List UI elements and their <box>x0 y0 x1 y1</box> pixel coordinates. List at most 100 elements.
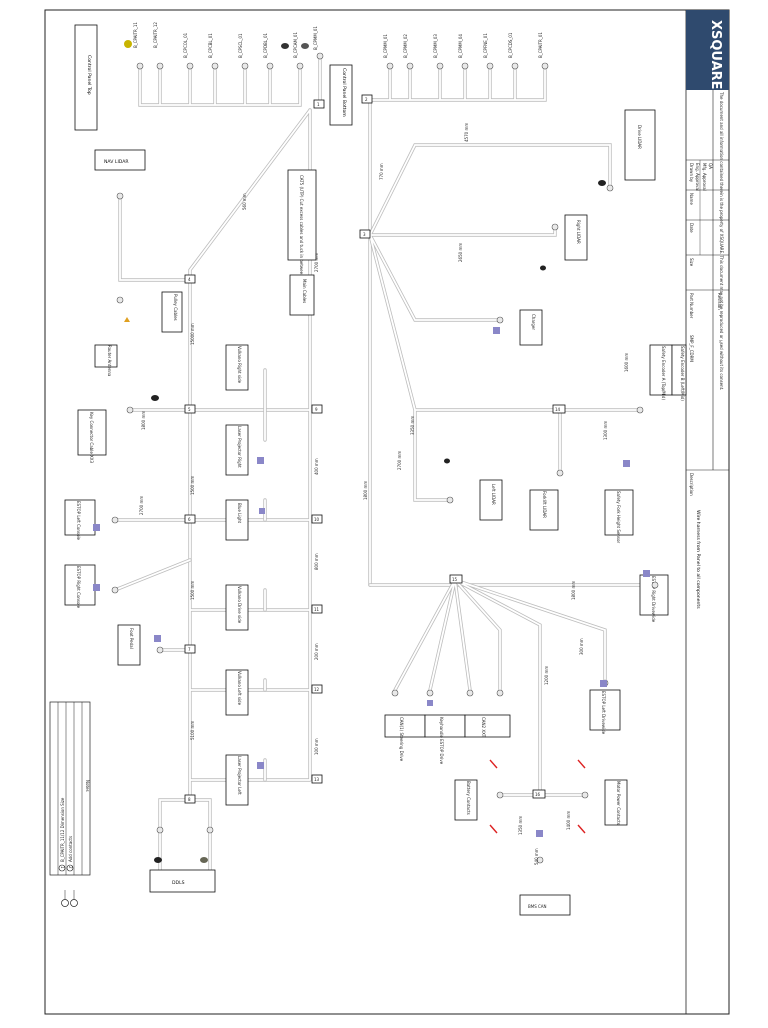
len-18: 200 mm <box>314 643 319 660</box>
can-steering-box <box>384 714 426 738</box>
length-labels: 770 mm 4570 mm 2650 mm 3350 mm 2700 mm 1… <box>139 123 629 865</box>
key-connector-box <box>77 409 107 456</box>
estop-left-drivewide-label: ESTOP Left Drivewide <box>601 691 606 735</box>
note-1-num: 1 <box>60 866 65 869</box>
notes-table: Notes 1 2 B_CPAITR_11/12 Dimension Size … <box>49 701 91 907</box>
notice-text: The document and all information contain… <box>719 91 724 390</box>
can-steering-label: CAN(1) Steering Drive <box>399 717 404 762</box>
conn-top-3: B_CPCBL_01 <box>208 33 213 58</box>
control-panel-bottom-label: Control Panel Bottom <box>341 68 347 117</box>
charger-box <box>519 309 543 346</box>
bluelight-thumbnail-icon <box>259 508 265 514</box>
conn-top-4: B_CPSCL_01 <box>238 33 243 58</box>
junction-5: 5 <box>188 407 191 412</box>
component-boxes: Control Panel Top Control Panel Bottom N… <box>64 24 687 916</box>
len-1: 4570 mm <box>464 123 469 142</box>
col-date: Date <box>689 223 694 233</box>
connector-yellow-icon <box>124 40 132 48</box>
logo-text: XSQUARE <box>708 20 723 90</box>
laser-thumbnail-icon <box>257 762 264 769</box>
conn-bottom-4: B_CPFNE_01 <box>483 33 488 58</box>
bms-can-box <box>519 894 571 916</box>
left-lidar-box <box>479 479 503 521</box>
conn-bottom-2: B_CPMM_03 <box>433 34 438 58</box>
connector-black-icon <box>154 857 162 863</box>
len-25: 300 mm <box>579 638 584 655</box>
len-10: 15000 mm <box>190 323 195 345</box>
conn-top-5: B_CPDBL_01 <box>263 32 268 58</box>
vulkano-drive-box <box>225 584 249 631</box>
len-19: 100 mm <box>314 738 319 755</box>
part-number-label: Part Number <box>689 293 694 319</box>
control-panel-top-box <box>74 24 98 131</box>
laser-projector-left-box <box>225 754 249 806</box>
keyhandle-thumbnail-icon <box>427 700 433 706</box>
forklift-lidar-box <box>529 489 559 531</box>
connector-black-icon <box>444 458 450 464</box>
red-wire-icon <box>577 759 586 769</box>
description: Wire harness from Panel to all component… <box>695 510 701 609</box>
junction-13: 13 <box>314 777 320 782</box>
junction-6: 6 <box>188 517 191 522</box>
connector-black-icon <box>598 180 606 186</box>
len-15: 1500 mm <box>190 581 195 600</box>
drive-lidar-box <box>624 109 656 181</box>
len-4: 2700 mm <box>397 451 402 470</box>
drive-lidar-label: Drive LIDAR <box>637 125 642 149</box>
laser-projector-right-box <box>225 424 249 476</box>
pulley-cables-box <box>161 291 183 333</box>
len-17: 800 mm <box>314 553 319 570</box>
blue-light-box <box>225 499 249 541</box>
junction-15: 15 <box>452 577 458 582</box>
estop-thumbnail-icon <box>93 524 100 531</box>
battery-contacts-label: Battery Contacts <box>466 781 471 815</box>
component-pictograms <box>93 40 650 863</box>
len-11: 1800 mm <box>141 411 146 430</box>
junction-9: 9 <box>315 407 318 412</box>
main-cables-label: Main Cables <box>302 279 307 303</box>
estop-right-drivewide-box <box>639 574 669 616</box>
vulkano-drive-label: Vulkano Drive side <box>237 586 242 624</box>
junction-2: 2 <box>365 97 368 102</box>
battery-contacts-box <box>454 779 478 821</box>
vulkano-right-box <box>225 344 249 391</box>
motor-power-label: Motor Power Contacts <box>616 781 621 825</box>
connector-gray-icon <box>200 857 208 863</box>
len-21: 1400 mm <box>566 811 571 830</box>
cat5-box <box>287 169 317 261</box>
len-7: 1600 mm <box>624 353 629 372</box>
note-2-text: Add contacts <box>68 836 73 862</box>
junction-16: 16 <box>535 792 541 797</box>
safety-encoder-b-label: Safety Encoder B (Left/Mid) <box>680 346 685 401</box>
sheet-border <box>44 9 730 1015</box>
conn-bottom-3: B_CPMM_04 <box>458 34 463 58</box>
conn-bottom-1: B_CPMM_02 <box>403 34 408 58</box>
notes-title: Notes <box>85 780 90 792</box>
nav-lidar-box <box>94 149 146 171</box>
charger-thumbnail-icon <box>493 327 500 334</box>
motor-power-box <box>604 779 628 826</box>
pedal-thumbnail-icon <box>154 635 161 642</box>
estop-thumbnail-icon <box>93 584 100 591</box>
role-2: Mfg. Approval <box>702 163 707 191</box>
conn-bottom-0: B_CPMM_01 <box>383 34 388 58</box>
junction-11: 11 <box>314 607 320 612</box>
safety-encoder-a-box <box>649 344 673 396</box>
len-6: 1300 mm <box>603 421 608 440</box>
nav-lidar-label: NAV LIDAR <box>104 159 129 165</box>
connector-black-icon <box>151 395 159 401</box>
laser-projector-left-label: Laser Projector Left <box>237 756 242 795</box>
can2-label: CAN2 XXT <box>481 717 486 738</box>
laser-projector-right-label: Laser Projector Right <box>237 426 242 468</box>
note-1-text: B_CPAITR_11/12 Dimension Size <box>60 797 65 862</box>
conn-top-2: B_CPCOL_01 <box>183 32 188 58</box>
main-cables-box <box>289 274 315 316</box>
estop-left-console-label: ESTOP Left Console <box>76 501 81 541</box>
part-number: SMP_F_CDRM <box>689 335 694 362</box>
junction-10: 10 <box>314 517 320 522</box>
router-antenna-label: Router Antenna <box>107 345 112 377</box>
pulley-cables-label: Pulley Cables <box>173 294 178 321</box>
vulkano-left-label: Vulkano Left side <box>237 671 242 706</box>
len-12: 1500 mm <box>190 476 195 495</box>
